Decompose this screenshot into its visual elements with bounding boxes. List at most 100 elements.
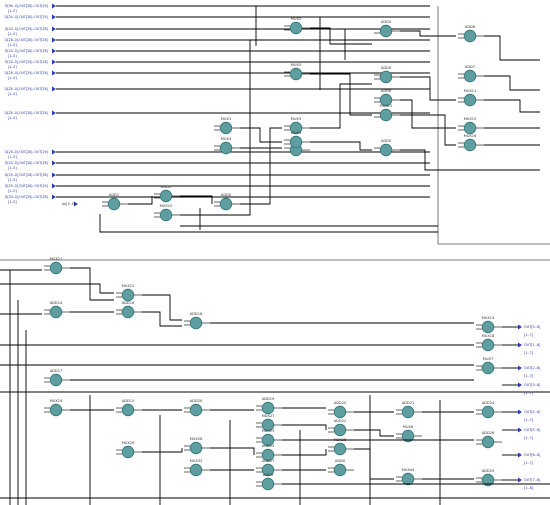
top-node-6-circle-icon[interactable] [379,93,393,107]
top-node-11-circle-icon[interactable] [219,141,233,155]
bottom-node-23-circle-icon[interactable] [261,448,275,462]
output-port-6-arrow-right-icon[interactable] [518,452,522,458]
input-port-4-arrow-right-icon[interactable] [52,48,56,54]
bottom-node-19-circle-icon[interactable] [481,405,495,419]
bottom-node-8-circle-icon[interactable] [49,373,63,387]
output-label-6: OUT[6..6] [524,453,541,457]
bottom-node-23-label: ADD23 [262,444,275,448]
top-node-0-circle-icon[interactable] [289,21,303,35]
top-node-5-label: ADD7 [465,65,475,69]
input-port-0-arrow-right-icon[interactable] [52,3,56,9]
input-port-11-arrow-right-icon[interactable] [52,172,56,178]
bw6 [142,294,182,321]
top-node-7-circle-icon[interactable] [463,93,477,107]
input-label-9: D[20..0],OUT[28]..OUT[29] [5,150,48,154]
tw3 [310,73,372,116]
top-node-4-label: ADD9 [381,66,392,70]
input-port-10-arrow-right-icon[interactable] [52,160,56,166]
bottom-node-30-circle-icon[interactable] [261,477,275,491]
input-port-9-arrow-right-icon[interactable] [52,149,56,155]
bottom-node-29-circle-icon[interactable] [481,473,495,487]
bottom-node-16-circle-icon[interactable] [333,423,347,437]
output-range-2: [1..7] [524,374,534,378]
top-node-2-circle-icon[interactable] [463,29,477,43]
top-node-13-label: ADD5 [381,139,391,143]
top-node-13-circle-icon[interactable] [379,143,393,157]
bottom-node-18-circle-icon[interactable] [261,433,275,447]
top-node-18-circle-icon[interactable] [159,189,173,203]
clock-port-arrow-right-icon[interactable] [74,201,78,207]
input-port-5-arrow-right-icon[interactable] [52,59,56,65]
output-port-0-arrow-right-icon[interactable] [518,324,522,330]
output-port-2-arrow-right-icon[interactable] [518,365,522,371]
bottom-node-11-circle-icon[interactable] [189,403,203,417]
top-node-1-label: ADD4 [381,20,392,24]
bottom-node-5-circle-icon[interactable] [481,320,495,334]
bottom-node-20-circle-icon[interactable] [481,435,495,449]
bottom-node-4-circle-icon[interactable] [189,316,203,330]
top-node-19-circle-icon[interactable] [159,208,173,222]
top-node-16-circle-icon[interactable] [107,197,121,211]
bottom-node-17-label: MUX6 [403,425,414,429]
top-node-17-circle-icon[interactable] [219,197,233,211]
input-port-13-arrow-right-icon[interactable] [52,194,56,200]
bottom-node-28-label: ADD0 [335,459,346,463]
bottom-node-2-circle-icon[interactable] [49,305,63,319]
bottom-node-6-circle-icon[interactable] [481,338,495,352]
input-port-2-arrow-right-icon[interactable] [52,26,56,32]
bottom-node-27-circle-icon[interactable] [189,463,203,477]
output-port-7-arrow-right-icon[interactable] [518,477,522,483]
bottom-node-13-circle-icon[interactable] [333,405,347,419]
bottom-node-3-label: ADD16 [122,301,135,305]
top-node-10-label: MUX3 [291,117,301,121]
bottom-node-15-circle-icon[interactable] [261,418,275,432]
input-port-1-arrow-right-icon[interactable] [52,14,56,20]
output-port-3-arrow-right-icon[interactable] [518,382,522,388]
bottom-node-26-circle-icon[interactable] [261,463,275,477]
top-node-9-circle-icon[interactable] [219,121,233,135]
bottom-node-12-circle-icon[interactable] [261,401,275,415]
top-node-10-circle-icon[interactable] [289,121,303,135]
bottom-node-0-circle-icon[interactable] [49,261,63,275]
bottom-node-24-circle-icon[interactable] [333,442,347,456]
bottom-node-3-circle-icon[interactable] [121,305,135,319]
input-port-8-arrow-right-icon[interactable] [52,110,56,116]
bottom-node-20-label: ADD26 [482,431,495,435]
bottom-node-7-circle-icon[interactable] [481,361,495,375]
output-port-1-arrow-right-icon[interactable] [518,342,522,348]
input-label-8: D[20..0],OUT[28]..OUT[28] [5,111,48,115]
top-node-5-circle-icon[interactable] [463,69,477,83]
bottom-node-22-circle-icon[interactable] [189,441,203,455]
bottom-node-14-circle-icon[interactable] [401,405,415,419]
top-node-1-circle-icon[interactable] [379,24,393,38]
top-node-3-label: MUX5 [291,63,301,67]
bottom-node-21-circle-icon[interactable] [121,445,135,459]
input-port-6-arrow-right-icon[interactable] [52,70,56,76]
output-port-4-arrow-right-icon[interactable] [518,409,522,415]
bottom-node-9-circle-icon[interactable] [49,403,63,417]
input-port-3-arrow-right-icon[interactable] [52,37,56,43]
top-node-6-label: ADD8 [381,89,392,93]
bottom-node-10-circle-icon[interactable] [121,403,135,417]
top-node-8-label: MUX12 [380,104,393,108]
bw3 [70,267,114,301]
bottom-node-25-circle-icon[interactable] [401,472,415,486]
tw17 [484,99,540,113]
top-node-4-circle-icon[interactable] [379,70,393,84]
input-port-7-arrow-right-icon[interactable] [52,86,56,92]
output-port-5-arrow-right-icon[interactable] [518,427,522,433]
tw5 [400,99,456,129]
input-port-12-arrow-right-icon[interactable] [52,183,56,189]
top-node-3-circle-icon[interactable] [289,67,303,81]
bottom-node-19-label: ADD24 [482,401,495,405]
tw26 [99,214,438,233]
top-node-15-circle-icon[interactable] [463,138,477,152]
bottom-node-28-circle-icon[interactable] [333,463,347,477]
top-node-11-label: MUX4 [221,137,232,141]
top-node-8-circle-icon[interactable] [379,108,393,122]
bottom-node-17-circle-icon[interactable] [401,429,415,443]
output-label-1: OUT[1..6] [524,343,541,347]
top-node-20-circle-icon[interactable] [289,135,303,149]
bottom-node-1-circle-icon[interactable] [121,288,135,302]
top-node-14-circle-icon[interactable] [463,121,477,135]
